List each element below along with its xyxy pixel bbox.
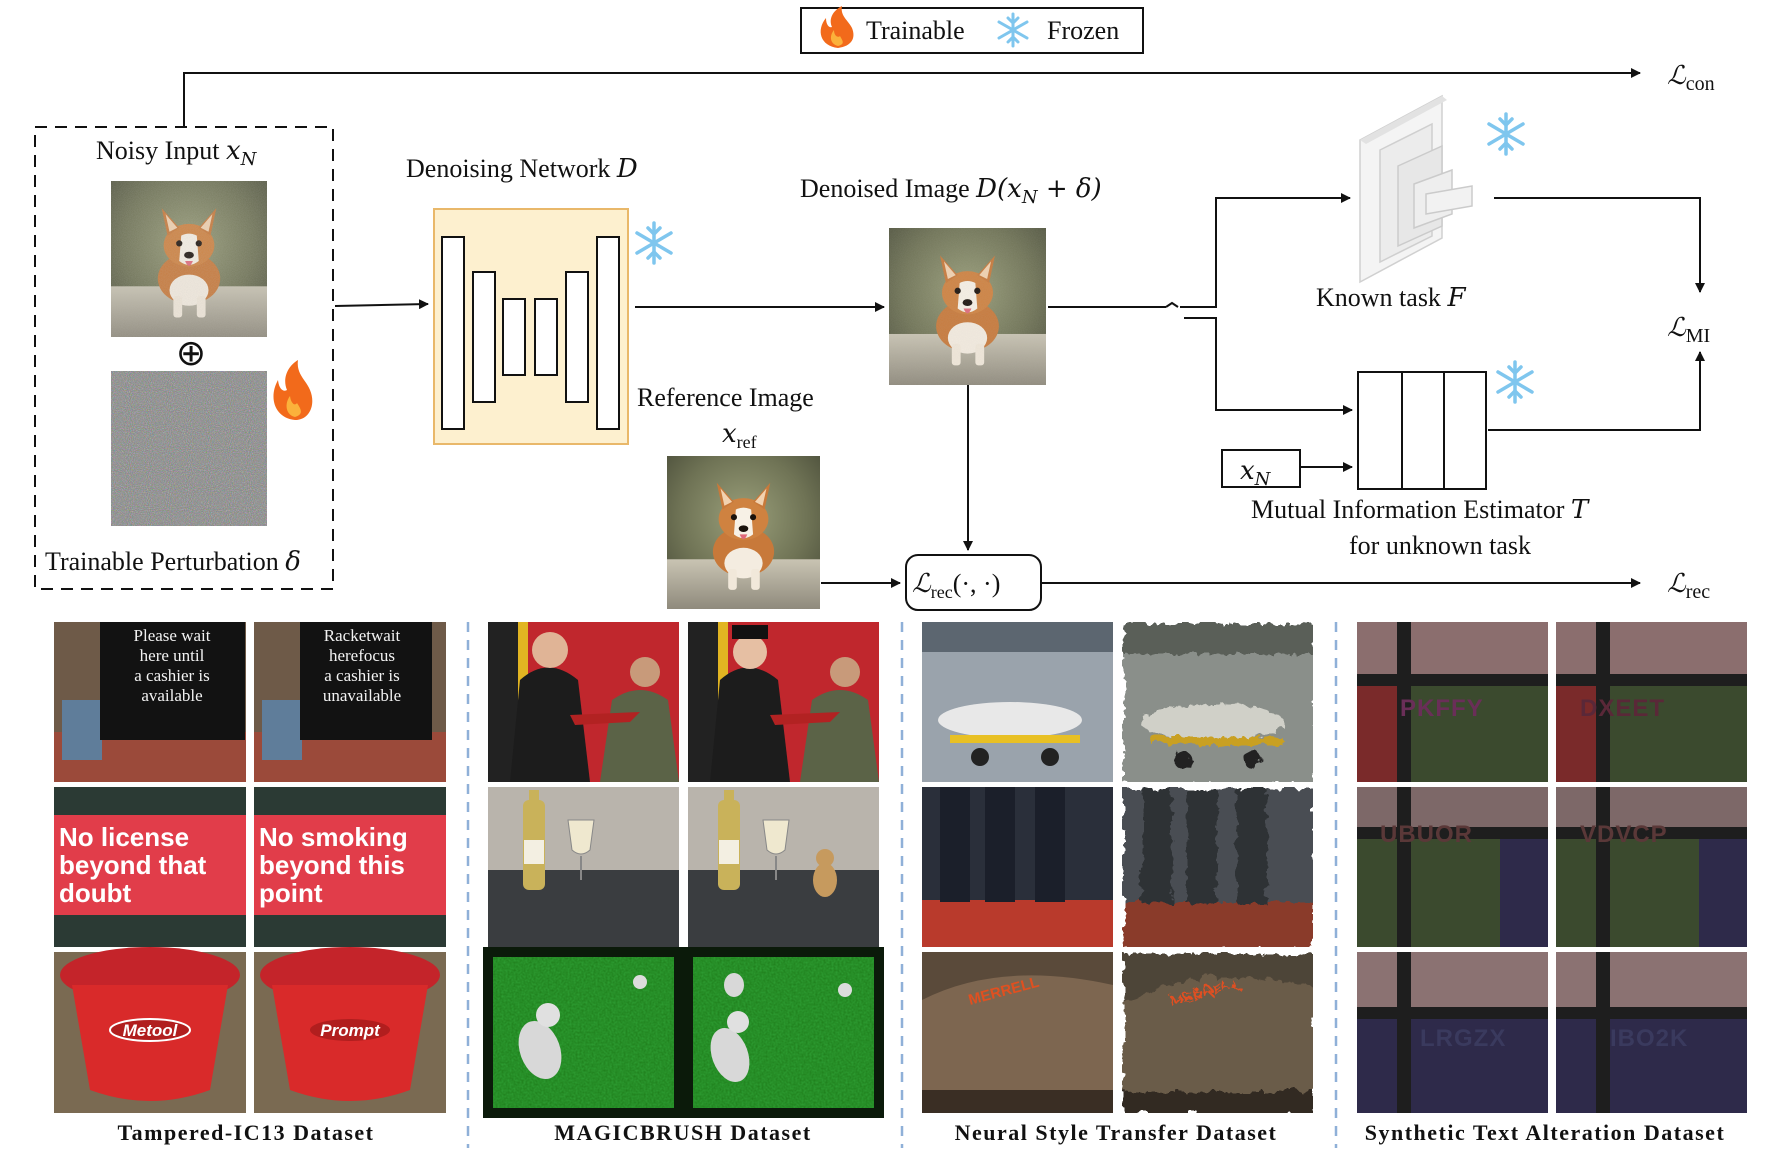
mi-estimator-sub-label: for unknown task (1349, 531, 1531, 560)
known-task-network (1359, 94, 1473, 284)
sample-bucket-tampered: Prompt (254, 947, 446, 1113)
sample-bucket-original: Metool (54, 947, 246, 1113)
neural-style-transfer-panel: MERRELL MERRELL Neural Style Transfer Da… (922, 622, 1313, 1145)
sample-wine-edited (688, 787, 879, 947)
sample-airplane-stylized (1122, 622, 1313, 782)
svg-text:DXEET: DXEET (1580, 695, 1665, 722)
sample-shoe-stylized: MERRELL (1122, 952, 1313, 1113)
legend-trainable-label: Trainable (866, 16, 965, 45)
sample-wine-original (488, 787, 679, 947)
dataset-caption-magicbrush: MAGICBRUSH Dataset (554, 1120, 811, 1145)
sample-legs-stylized (1122, 787, 1313, 947)
sample-synth-3-altered: IBO2K (1556, 952, 1747, 1113)
sample-shoe-original: MERRELL (922, 952, 1113, 1113)
flow-arrows (183, 68, 1705, 588)
xn-input-label: xN (1240, 456, 1272, 490)
sample-grass-edited (683, 947, 884, 1118)
reference-image (667, 456, 820, 609)
synthetic-text-alteration-panel: PKFFY DXEET UBUOR VDVCP (1357, 622, 1747, 1145)
svg-text:Metool: Metool (123, 1021, 179, 1040)
denoising-network-label: Denoising Network D (406, 154, 638, 184)
known-task-label: Known task F (1316, 283, 1466, 313)
legend: Trainable Frozen (800, 6, 1144, 54)
svg-text:Prompt: Prompt (320, 1021, 381, 1040)
noisy-input-image (111, 181, 267, 337)
plus-operator: ⊕ (176, 333, 206, 374)
sample-synth-2-altered: VDVCP (1556, 787, 1747, 947)
svg-text:LRGZX: LRGZX (1420, 1025, 1506, 1052)
dataset-caption-synthetic: Synthetic Text Alteration Dataset (1365, 1120, 1726, 1145)
perturbation-label: Trainable Perturbation δ (45, 547, 301, 577)
flame-icon (273, 360, 313, 420)
snowflake-icon (997, 12, 1029, 48)
svg-text:IBO2K: IBO2K (1610, 1025, 1688, 1052)
sample-airplane-original (922, 622, 1113, 782)
svg-text:UBUOR: UBUOR (1380, 821, 1473, 848)
denoised-image (889, 228, 1046, 385)
noisy-input-label: Noisy Input xN (96, 136, 258, 170)
loss-mi-label: ℒMI (1667, 313, 1710, 347)
dataset-caption-tampered-ic13: Tampered-IC13 Dataset (118, 1120, 375, 1145)
sample-legs-original (922, 787, 1113, 947)
flame-icon (820, 6, 854, 48)
xn-input-box (1221, 449, 1301, 488)
denoising-network-unet (433, 208, 629, 445)
mi-estimator-network (1357, 371, 1487, 490)
dataset-caption-neural-style: Neural Style Transfer Dataset (955, 1120, 1278, 1145)
mi-estimator-label: Mutual Information Estimator T (1251, 495, 1590, 525)
loss-rec-function-label: ℒrec(·, ·) (912, 569, 1000, 602)
sample-ceremony-original (488, 622, 679, 782)
legend-frozen-label: Frozen (1047, 16, 1119, 45)
sample-synth-1-altered: DXEET (1556, 622, 1747, 782)
sample-synth-1-original: PKFFY (1357, 622, 1548, 782)
svg-text:VDVCP: VDVCP (1580, 821, 1668, 848)
magicbrush-panel: MAGICBRUSH Dataset (483, 622, 884, 1145)
reference-image-label: Reference Image (637, 383, 814, 412)
legend-box (800, 7, 1144, 54)
snowflake-icon (635, 221, 673, 265)
perturbation-noise-image (111, 371, 267, 526)
svg-text:PKFFY: PKFFY (1400, 695, 1484, 722)
sample-grass-original (483, 947, 684, 1118)
reference-image-symbol: xref (722, 419, 757, 452)
denoised-image-label: Denoised Image D(xN + δ) (800, 174, 1102, 208)
sample-synth-2-original: UBUOR (1357, 787, 1548, 947)
loss-rec-label: ℒrec (1667, 569, 1710, 603)
snowflake-icon (1496, 360, 1534, 404)
sample-ceremony-edited (688, 622, 879, 782)
sample-synth-3-original: LRGZX (1357, 952, 1548, 1113)
snowflake-icon (1487, 112, 1525, 156)
loss-con-label: ℒcon (1667, 61, 1715, 95)
dataset-dividers (466, 622, 1338, 1148)
